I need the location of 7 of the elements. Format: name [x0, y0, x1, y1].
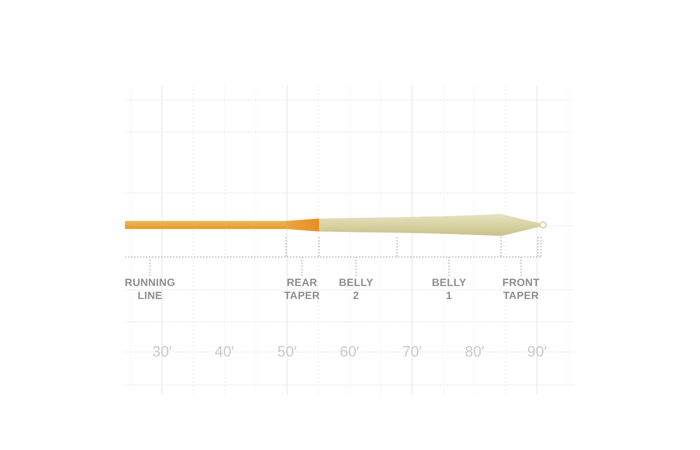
section-label: RUNNING LINE — [124, 277, 176, 302]
section-label: REAR TAPER — [284, 277, 320, 302]
leader-line — [448, 256, 450, 276]
section-label: BELLY 2 — [338, 277, 374, 302]
section-label: FRONT TAPER — [502, 277, 540, 302]
section-label: BELLY 1 — [432, 277, 466, 302]
leader-line — [520, 256, 522, 276]
